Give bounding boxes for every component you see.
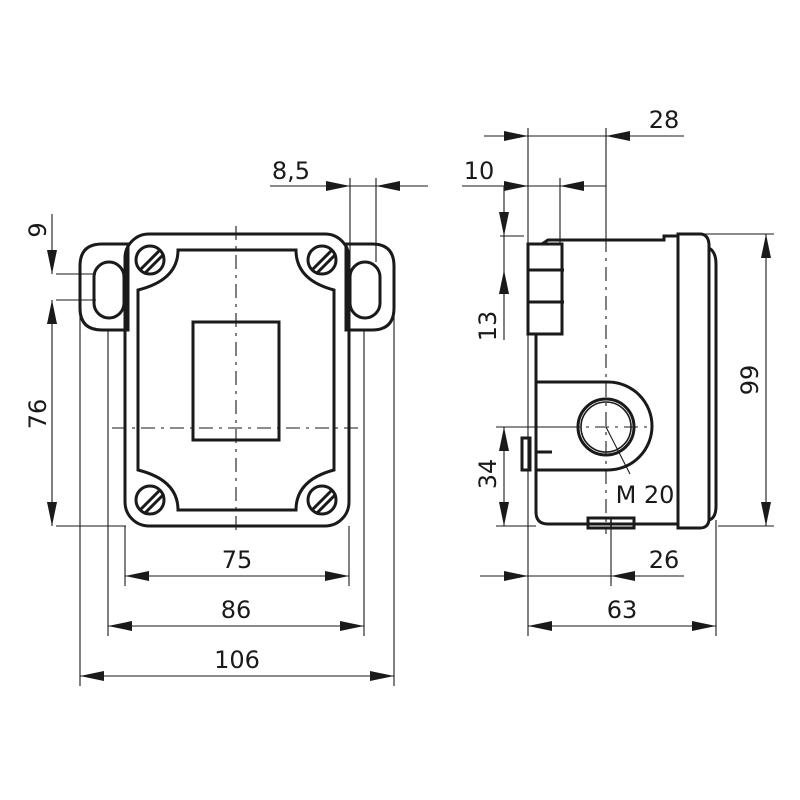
dim-label-tab-height: 13 [474,311,502,342]
mounting-slot-right [348,260,382,320]
side-dimensions [462,128,774,636]
mounting-slot-left [92,260,126,320]
screw-icon [306,244,338,276]
dim-label-slot-pitch: 76 [24,399,52,430]
dim-label-hole-offset: 8,5 [272,157,310,185]
screw-icon [134,484,166,516]
dim-label-depth: 28 [649,106,680,134]
front-view [78,226,396,536]
side-lid [676,232,711,530]
gland-boss [536,380,654,472]
side-body-outline [526,234,680,526]
screw-icon [134,244,166,276]
dim-label-overall-depth: 63 [607,596,638,624]
dim-label-gland-height: 34 [474,459,502,490]
side-view [520,232,718,534]
dim-label-overall-width: 106 [214,646,260,674]
mounting-tab [526,242,564,336]
dim-label-overall-height: 99 [736,365,764,396]
screw-icon [306,484,338,516]
housing-outline [123,232,351,528]
dim-label-tab-offset: 10 [464,157,495,185]
dim-label-gland-thread: M 20 [616,481,675,509]
dim-label-inner-width: 75 [222,546,253,574]
dim-label-hole-spacing: 86 [221,596,252,624]
dim-label-slot-height: 9 [24,222,52,237]
front-dimensions [47,178,428,686]
dim-label-gland-offset: 26 [649,546,680,574]
lid-outline [136,248,336,512]
